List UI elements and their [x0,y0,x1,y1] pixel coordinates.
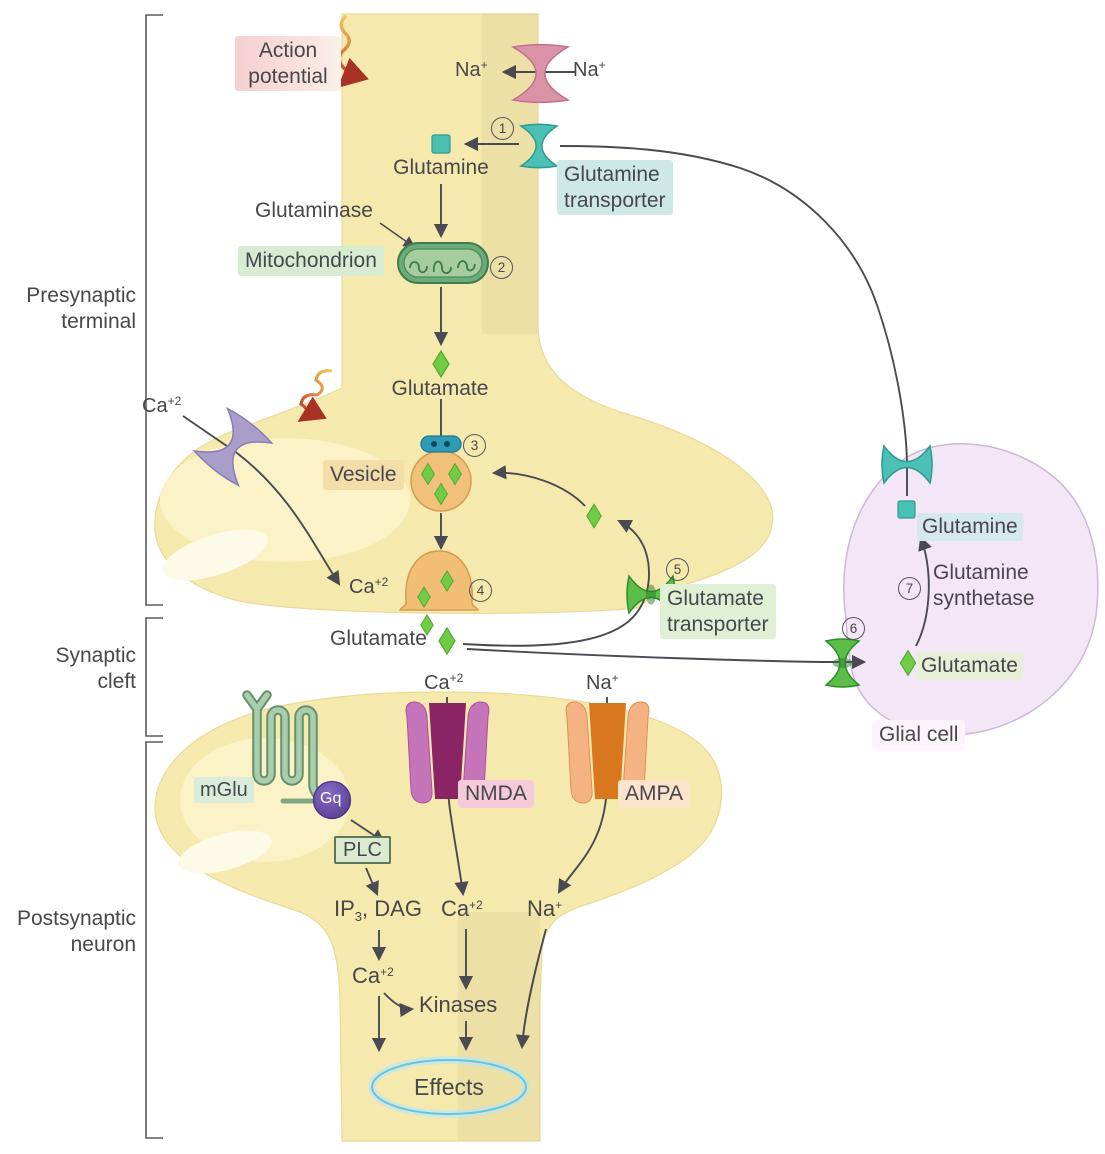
glutamate-reuptake-curve [462,520,650,647]
ca-channel [192,406,274,488]
glutamine-label-presynaptic: Glutamine [393,156,489,179]
mitochondrion-label: Mitochondrion [238,246,384,276]
glutamate-label-cleft: Glutamate [330,627,427,650]
na-out-label: Na+ [573,58,606,81]
ip3-dag-label: IP3, DAG [334,896,422,924]
glutamate-label-glial: Glutamate [916,652,1023,680]
na-to-effects-curve [515,928,547,1050]
glial-glutamine-transporter [881,444,933,485]
presynaptic-terminal-shape [154,13,774,614]
glutamine-synthetase-label: Glutamine synthetase [933,561,1035,610]
ampa-label: AMPA [618,780,690,808]
ca-in-label: Ca+2 [349,575,389,598]
presynaptic-bracket [145,14,163,606]
depolarization-wave [297,369,333,422]
ca-entry-curve [182,415,341,586]
gq-label: Gq [320,790,342,807]
glutamate-transporter-label: Glutamate transporter [660,584,776,640]
postsynaptic-neuron-shape [154,691,723,1142]
glutaminase-label: Glutaminase [255,199,373,222]
ca-channel-label: Ca+2 [142,394,182,417]
na-ampa-top-label: Na+ [586,671,619,694]
na-in-label: Na+ [455,58,488,81]
postsynaptic-bracket [145,741,163,1139]
nmda-label: NMDA [458,780,534,808]
glutamate-to-glia-line [466,648,867,670]
glutamine-transporter-label: Glutamine transporter [557,160,673,216]
step-5-badge: 5 [666,558,689,581]
section-label-postsynaptic: Postsynaptic neuron [16,907,136,956]
section-label-presynaptic: Presynaptic terminal [26,284,136,333]
glutamine-squares [431,134,916,519]
section-brackets [145,14,163,1139]
ca-to-kinases-arrow [383,992,415,1018]
step-1-badge: 1 [491,117,514,140]
kinases-label: Kinases [419,992,498,1017]
gq-protein [312,780,352,820]
ca-nmda-mid-label: Ca+2 [441,896,483,921]
nmda-receptor [405,701,490,804]
plc-label: PLC [334,836,391,865]
vesicular-transporter [420,435,462,453]
action-potential-label: Action potential [235,36,341,92]
step-2-badge: 2 [490,256,513,279]
glutamine-synthetase-curve [915,535,932,647]
flow-arrows [182,64,932,1053]
step-7-badge: 7 [898,577,921,600]
cleft-bracket [145,617,163,737]
ampa-receptor [565,701,650,804]
effects-label: Effects [414,1074,484,1100]
step-4-badge: 4 [469,579,492,602]
glutaminase-pointer [379,222,416,249]
ca-nmda-top-label: Ca+2 [424,671,464,694]
glutamine-return-curve [559,145,908,496]
na-ampa-mid-label: Na+ [527,896,563,921]
glutamine-label-glial: Glutamine [917,513,1023,541]
step-6-badge: 6 [842,617,865,640]
step-3-badge: 3 [463,434,486,457]
cristae [409,260,476,275]
glutamate-refill-curve [491,465,586,507]
vesicle-label: Vesicle [323,460,404,490]
ca-ip3-label: Ca+2 [352,963,394,988]
action-potential-wave [337,14,369,88]
section-label-cleft: Synaptic cleft [55,644,136,693]
mitochondrion-organelle [397,242,489,284]
glial-cell-label: Glial cell [872,720,966,750]
na-channel [510,43,571,104]
effects-ellipse [368,1056,530,1118]
mglu-label: mGlu [194,777,254,804]
plc-to-ip3-arrow [365,867,379,896]
mglu-receptor [242,690,332,804]
glutamate-label-presynaptic: Glutamate [391,377,489,400]
